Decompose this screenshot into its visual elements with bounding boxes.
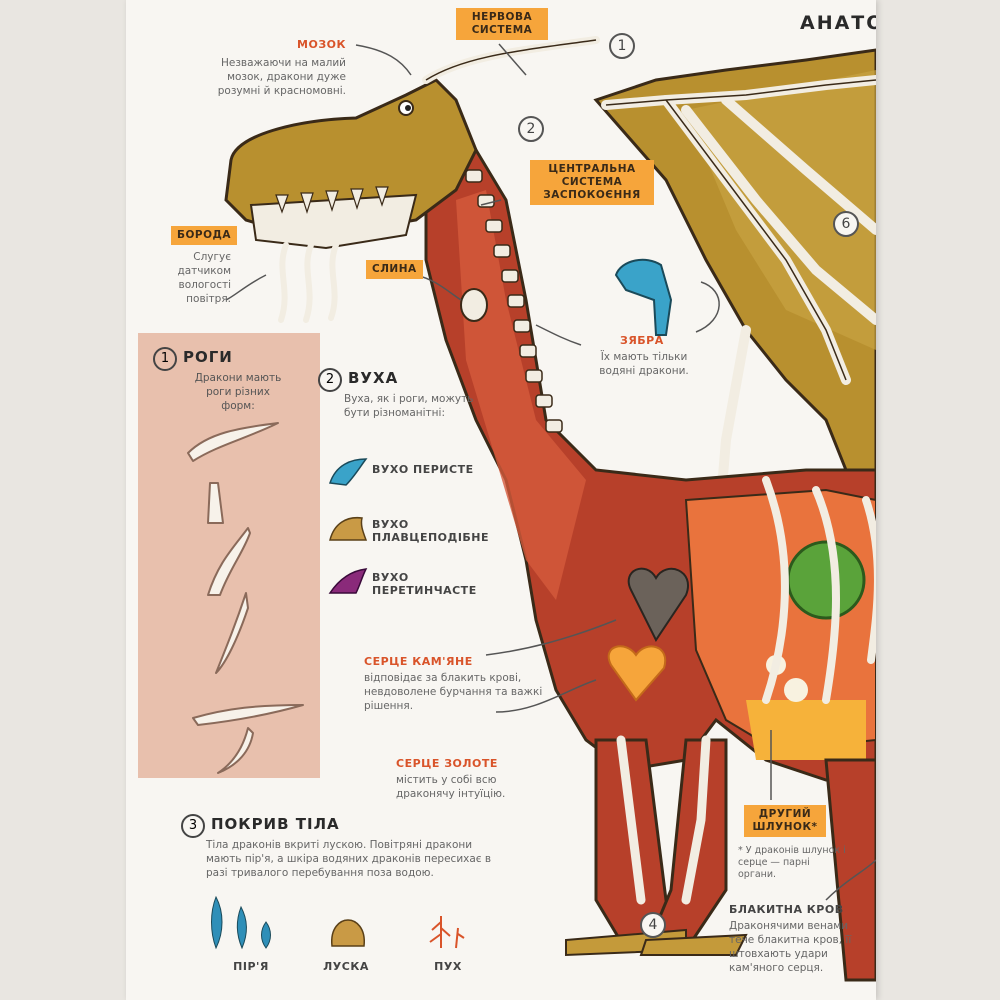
ear-label-fin: ВУХО ПЛАВЦЕПОДІБНЕ (372, 518, 490, 544)
beard-text: Слугує датчиком вологості повітря. (177, 251, 231, 305)
fin-ear-icon (329, 516, 368, 541)
gold-heart-label: СЕРЦЕ ЗОЛОТЕ (396, 757, 498, 770)
stone-heart-shape (627, 567, 689, 642)
cover-title: ПОКРИВ ТІЛА (211, 815, 340, 833)
membrane-ear-icon (328, 568, 368, 594)
cover-text: Тіла драконів вкриті лускою. Повітряні д… (206, 839, 492, 879)
nervous-system-tag: НЕРВОВА СИСТЕМА (456, 8, 548, 40)
cover-heading: 3 ПОКРИВ ТІЛА (181, 814, 340, 838)
page-title: АНАТОМ (800, 12, 876, 34)
blue-blood-text: Драконячими венами тече блакитна кров, ї… (729, 920, 852, 974)
stone-heart-text: відповідає за блакить крові, невдоволене… (364, 672, 543, 712)
horns-text: Дракони мають роги різних форм: (194, 372, 282, 412)
cover-label-feathers: ПІР'Я (233, 960, 269, 973)
book-page: АНАТОМ 1 2 4 6 МОЗОК Незважаючи на малий… (126, 0, 876, 1000)
brain-label: МОЗОК (297, 38, 346, 51)
horn-shapes (187, 422, 304, 774)
horns-panel: 1 РОГИ Дракони мають роги різних форм: (138, 333, 320, 778)
cover-label-down: ПУХ (434, 960, 462, 973)
ears-text: Вуха, як і роги, можуть бути різноманітн… (344, 393, 474, 419)
ears-title: ВУХА (348, 369, 399, 387)
ear-label-feathered: ВУХО ПЕРИСТЕ (372, 463, 474, 476)
callout-number-6: 6 (833, 211, 859, 237)
callout-number-2: 2 (518, 116, 544, 142)
horns-heading: 1 РОГИ (153, 347, 233, 371)
saliva-tag: СЛИНА (366, 260, 423, 279)
ears-number: 2 (318, 368, 342, 392)
cover-icons (211, 895, 465, 950)
scale-icon (331, 919, 365, 947)
central-calming-system-tag: ЦЕНТРАЛЬНА СИСТЕМА ЗАСПОКОЄННЯ (530, 160, 654, 205)
stone-heart-label: СЕРЦЕ КАМ'ЯНЕ (364, 655, 473, 668)
cover-number: 3 (181, 814, 205, 838)
ear-label-membrane: ВУХО ПЕРЕТИНЧАСТЕ (372, 571, 477, 597)
gold-heart-text: містить у собі всю драконячу інтуїцію. (396, 774, 506, 800)
horns-title: РОГИ (183, 348, 233, 366)
horns-number: 1 (153, 347, 177, 371)
dragon-illustration (224, 36, 876, 982)
gills-label: ЗЯБРА (620, 334, 664, 347)
down-icon (429, 916, 465, 949)
cover-label-scales: ЛУСКА (323, 960, 369, 973)
callout-number-4: 4 (640, 912, 666, 938)
gills-text: Їх мають тільки водяні дракони. (599, 351, 689, 377)
second-stomach-tag: ДРУГИЙ ШЛУНОК* (744, 805, 826, 837)
callout-number-1: 1 (609, 33, 635, 59)
blue-blood-label: БЛАКИТНА КРОВ (729, 903, 844, 916)
second-stomach-note: * У драконів шлунок і серце — парні орга… (738, 845, 846, 880)
feathered-ear-icon (328, 458, 368, 486)
beard-tag: БОРОДА (171, 226, 238, 245)
brain-text: Незважаючи на малий мозок, дракони дуже … (217, 57, 346, 97)
ears-heading: 2 ВУХА (318, 368, 398, 392)
feather-icon (211, 895, 271, 950)
